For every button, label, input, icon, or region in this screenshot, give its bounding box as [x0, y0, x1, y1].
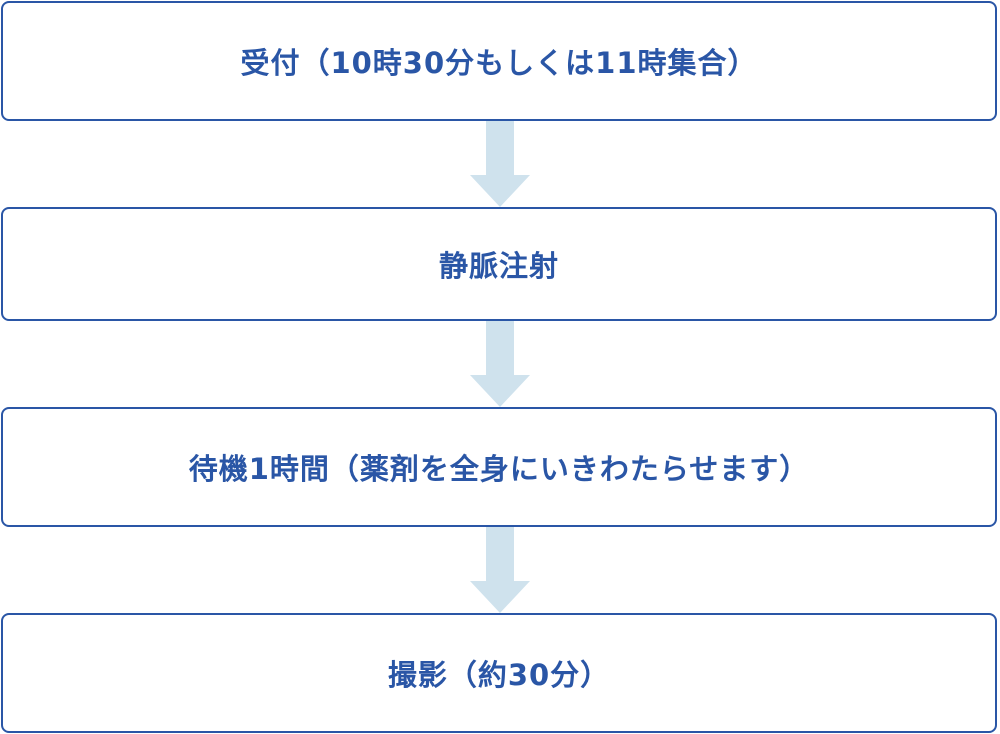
down-arrow-icon — [468, 121, 532, 207]
arrow-shape — [470, 321, 530, 407]
arrow-shape — [470, 527, 530, 613]
flow-step-reception: 受付（10時30分もしくは11時集合） — [1, 1, 997, 121]
flow-step-injection: 静脈注射 — [1, 207, 997, 321]
step-label: 静脈注射 — [438, 249, 559, 283]
flow-step-imaging: 撮影（約30分） — [1, 613, 997, 733]
down-arrow-icon — [468, 321, 532, 407]
down-arrow-icon — [468, 527, 532, 613]
step-label: 受付（10時30分もしくは11時集合） — [240, 46, 758, 80]
flow-step-waiting: 待機1時間（薬剤を全身にいきわたらせます） — [1, 407, 997, 527]
step-label: 撮影（約30分） — [387, 658, 611, 692]
arrow-shape — [470, 121, 530, 207]
step-label: 待機1時間（薬剤を全身にいきわたらせます） — [188, 452, 810, 486]
